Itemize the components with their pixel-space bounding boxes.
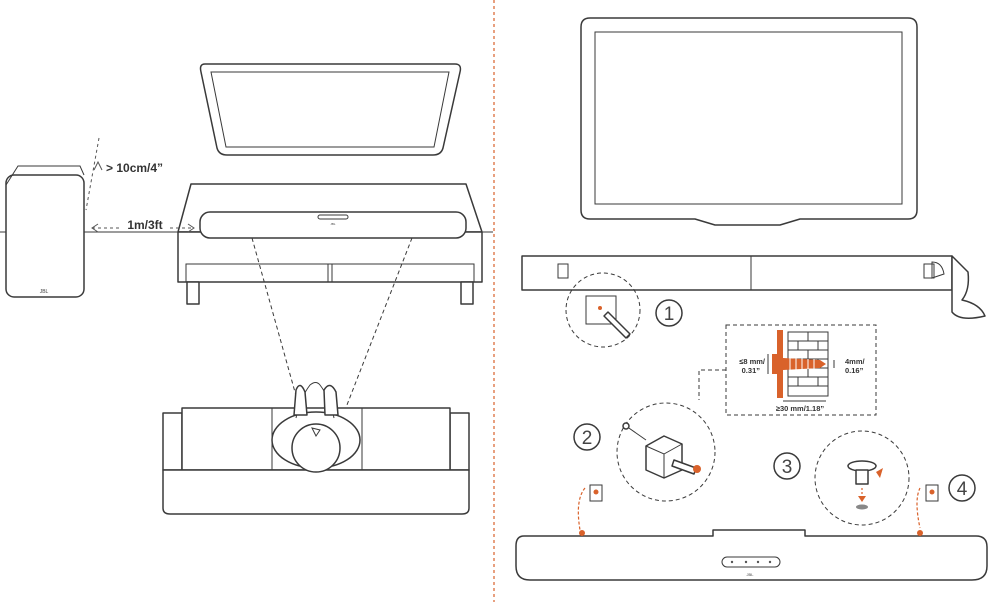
soundbar-front-view: JBL [515, 529, 988, 581]
soundbar-top-view: JBL [199, 211, 467, 239]
screw-icon [772, 354, 826, 374]
subwoofer-logo: JBL [40, 289, 49, 295]
step-2-label: 2 [582, 428, 593, 449]
screw-head-label-2: 0.31” [742, 366, 761, 375]
tv-front-view [580, 17, 918, 226]
svg-text:JBL: JBL [330, 222, 336, 226]
step-3-label: 3 [782, 457, 793, 478]
wall-mount-panel: 1 [515, 17, 988, 581]
step-2-screw-detail: 2 [573, 402, 716, 502]
drill-icon [603, 311, 631, 339]
step-1-label: 1 [664, 304, 675, 325]
screw-gap-label-1: 4mm/ [845, 357, 866, 366]
wall-distance-indicator: > 10cm/4” [85, 137, 163, 211]
sub-distance-label: 1m/3ft [127, 218, 162, 232]
screw-head-label-1: ≤8 mm/ [739, 357, 766, 366]
sofa-with-listeners [162, 382, 470, 515]
step-1-drill-detail: 1 [565, 272, 683, 348]
subwoofer: JBL [5, 165, 85, 298]
tv-top-view [199, 63, 462, 156]
screwdriver-icon [671, 459, 697, 475]
step-3-knob-detail: 3 [773, 430, 910, 526]
placement-panel: JBL JBL > 10cm/4” 1m/3ft [0, 63, 493, 515]
screw-length-label: ≥30 mm/1.18” [776, 404, 825, 413]
sub-distance-indicator: 1m/3ft [91, 218, 195, 233]
mounting-template [521, 255, 986, 319]
screw-gap-label-2: 0.16” [845, 366, 864, 375]
tv-console [177, 183, 483, 305]
screw-detail: ≤8 mm/ 0.31” 4mm/ 0.16” ≥30 mm/1.18” [698, 324, 877, 416]
bracket-icon [577, 484, 603, 531]
soundbar-logo: JBL [747, 572, 755, 577]
bracket-icon-right: 4 [916, 474, 976, 529]
step-4-label: 4 [957, 479, 968, 500]
wall-distance-label: > 10cm/4” [106, 161, 163, 175]
